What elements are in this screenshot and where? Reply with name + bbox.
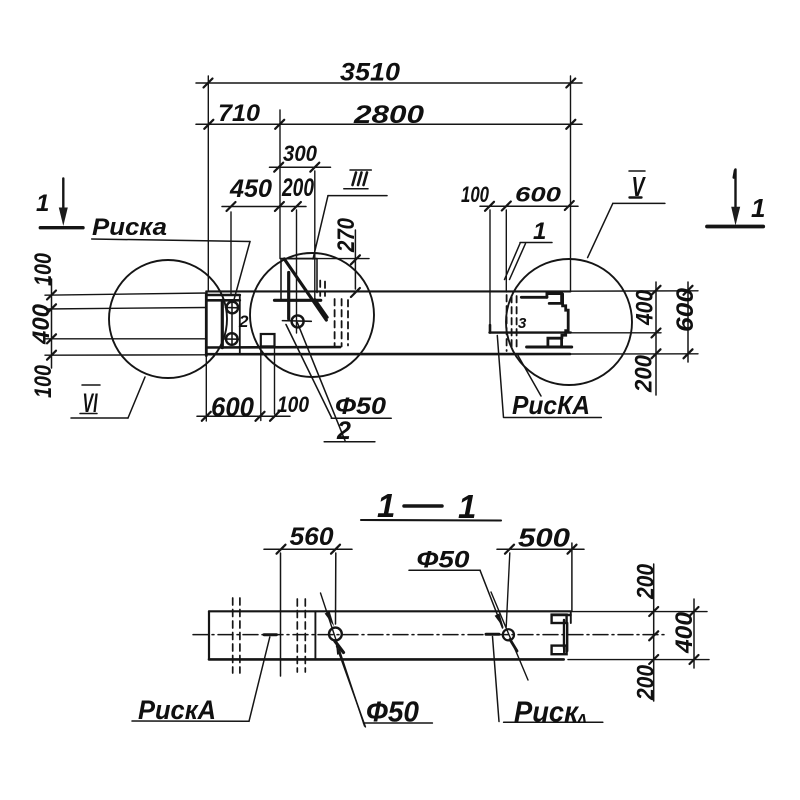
svg-text:3: 3 — [518, 315, 527, 332]
svg-text:РисКА: РисКА — [512, 390, 590, 420]
svg-text:400: 400 — [28, 303, 55, 345]
svg-text:600: 600 — [515, 184, 561, 207]
svg-text:1: 1 — [533, 218, 546, 245]
svg-text:ʌ: ʌ — [577, 708, 587, 727]
svg-text:710: 710 — [218, 100, 261, 127]
svg-text:VI: VI — [83, 388, 98, 418]
svg-text:Ф50: Ф50 — [335, 393, 387, 420]
svg-text:Ф50: Ф50 — [366, 697, 419, 729]
svg-text:3510: 3510 — [340, 59, 400, 87]
svg-text:200: 200 — [281, 174, 314, 202]
svg-text:1: 1 — [36, 190, 49, 217]
svg-text:2: 2 — [238, 312, 249, 331]
svg-text:200: 200 — [633, 664, 660, 700]
svg-text:500: 500 — [518, 523, 571, 553]
svg-text:100: 100 — [30, 364, 57, 398]
svg-text:1: 1 — [458, 488, 476, 525]
svg-text:400: 400 — [632, 289, 659, 325]
svg-text:Риска: Риска — [92, 214, 167, 241]
svg-text:V: V — [632, 171, 647, 202]
svg-text:2: 2 — [336, 417, 351, 445]
svg-text:Риск: Риск — [514, 697, 579, 729]
svg-text:400: 400 — [671, 611, 698, 654]
svg-text:300: 300 — [283, 141, 318, 166]
svg-text:200: 200 — [633, 563, 660, 599]
svg-text:600: 600 — [672, 287, 699, 332]
svg-text:560: 560 — [290, 523, 334, 551]
svg-text:РискА: РискА — [138, 695, 216, 725]
svg-text:270: 270 — [333, 217, 360, 252]
svg-text:1: 1 — [377, 487, 395, 524]
svg-text:100: 100 — [30, 252, 57, 286]
svg-text:200: 200 — [631, 354, 658, 393]
svg-text:1: 1 — [751, 193, 765, 223]
svg-text:450: 450 — [229, 175, 272, 203]
svg-text:Ф50: Ф50 — [417, 547, 471, 574]
svg-text:2800: 2800 — [353, 101, 424, 129]
svg-text:100: 100 — [277, 392, 310, 417]
svg-text:600: 600 — [211, 392, 254, 422]
svg-text:100: 100 — [461, 182, 490, 207]
